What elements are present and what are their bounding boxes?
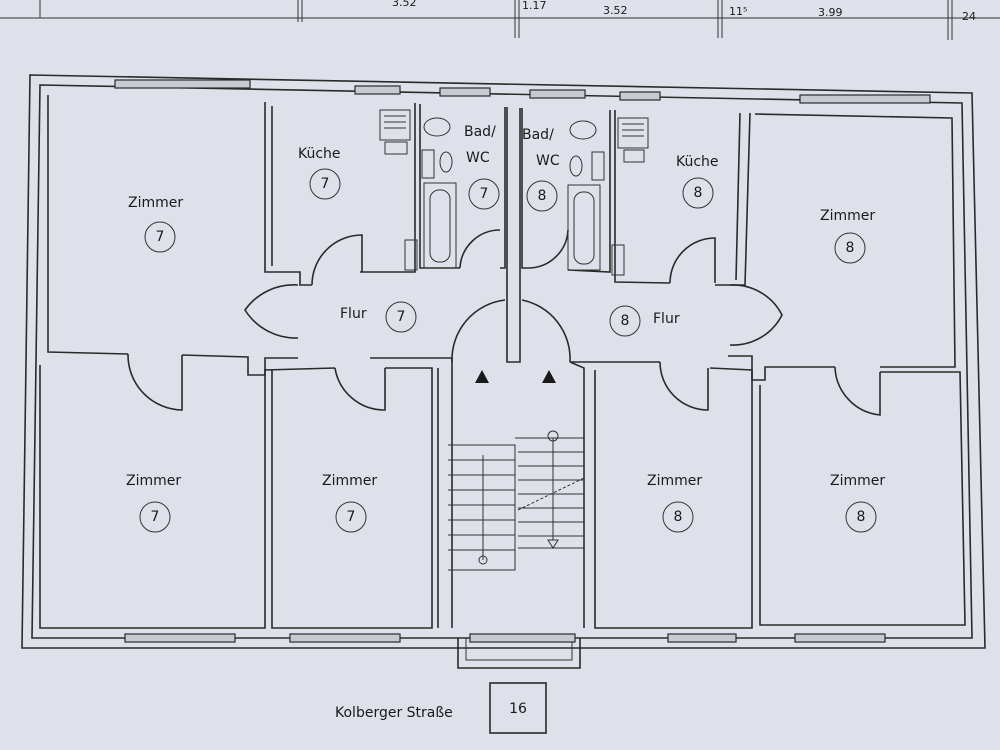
dimension-label: 3.52 xyxy=(392,0,417,9)
interior-walls xyxy=(39,95,966,629)
room-zimmer-8-top: Zimmer 8 xyxy=(820,208,875,264)
room-zimmer-8-bottom-right: Zimmer 8 xyxy=(830,473,885,533)
room-name: Flur xyxy=(340,306,367,322)
room-name: Zimmer xyxy=(820,208,875,224)
room-name: Küche xyxy=(298,146,341,162)
unit-number: 7 xyxy=(151,509,160,525)
dimension-label: 11⁵ xyxy=(729,5,747,18)
door-swings xyxy=(127,229,881,416)
room-name: Küche xyxy=(676,154,719,170)
street-name: Kolberger Straße xyxy=(335,705,453,721)
room-bad-wc-8: Bad/ WC 8 xyxy=(522,127,560,212)
unit-number: 7 xyxy=(156,229,165,245)
unit-number: 8 xyxy=(538,188,547,204)
room-bad-wc-7: Bad/ WC 7 xyxy=(464,124,500,210)
unit-number: 7 xyxy=(397,309,406,325)
house-number: 16 xyxy=(509,701,527,717)
dimension-label: 3.52 xyxy=(603,4,628,17)
room-name: Zimmer xyxy=(322,473,377,489)
room-name: Zimmer xyxy=(126,473,181,489)
room-name: Zimmer xyxy=(647,473,702,489)
room-name: Zimmer xyxy=(830,473,885,489)
room-name: WC xyxy=(466,150,490,166)
unit-number: 7 xyxy=(321,176,330,192)
room-kueche-8: Küche 8 xyxy=(676,154,719,209)
room-name: Bad/ xyxy=(464,124,496,140)
room-zimmer-7-top: Zimmer 7 xyxy=(128,195,183,253)
bath-fixtures xyxy=(404,117,625,276)
dimension-label: 1.17 xyxy=(522,0,547,12)
unit-number: 8 xyxy=(857,509,866,525)
room-kueche-7: Küche 7 xyxy=(298,146,341,200)
unit-number: 8 xyxy=(694,185,703,201)
staircase xyxy=(448,430,585,571)
unit-number: 8 xyxy=(621,313,630,329)
room-flur-7: Flur 7 xyxy=(340,301,417,333)
room-zimmer-7-bottom-right: Zimmer 7 xyxy=(322,473,377,533)
exterior-wall xyxy=(21,74,986,669)
unit-number: 8 xyxy=(674,509,683,525)
unit-number: 8 xyxy=(846,240,855,256)
room-name: Flur xyxy=(653,311,680,327)
unit-number: 7 xyxy=(480,186,489,202)
windows xyxy=(114,79,931,643)
room-flur-8: 8 Flur xyxy=(609,305,680,337)
room-zimmer-8-bottom-left: Zimmer 8 xyxy=(647,473,702,533)
dimension-label: 3.99 xyxy=(818,6,843,19)
staircase-arrows xyxy=(475,370,556,383)
room-name: Bad/ xyxy=(522,127,554,143)
street-label: Kolberger Straße 16 xyxy=(335,682,547,734)
unit-number: 7 xyxy=(347,509,356,525)
kitchen-fixtures xyxy=(379,109,649,163)
room-name: WC xyxy=(536,153,560,169)
room-zimmer-7-bottom-left: Zimmer 7 xyxy=(126,473,181,533)
dimension-label: 24 xyxy=(962,10,976,23)
dimension-line: 3.52 1.17 3.52 11⁵ 3.99 24 xyxy=(0,0,1000,40)
room-name: Zimmer xyxy=(128,195,183,211)
